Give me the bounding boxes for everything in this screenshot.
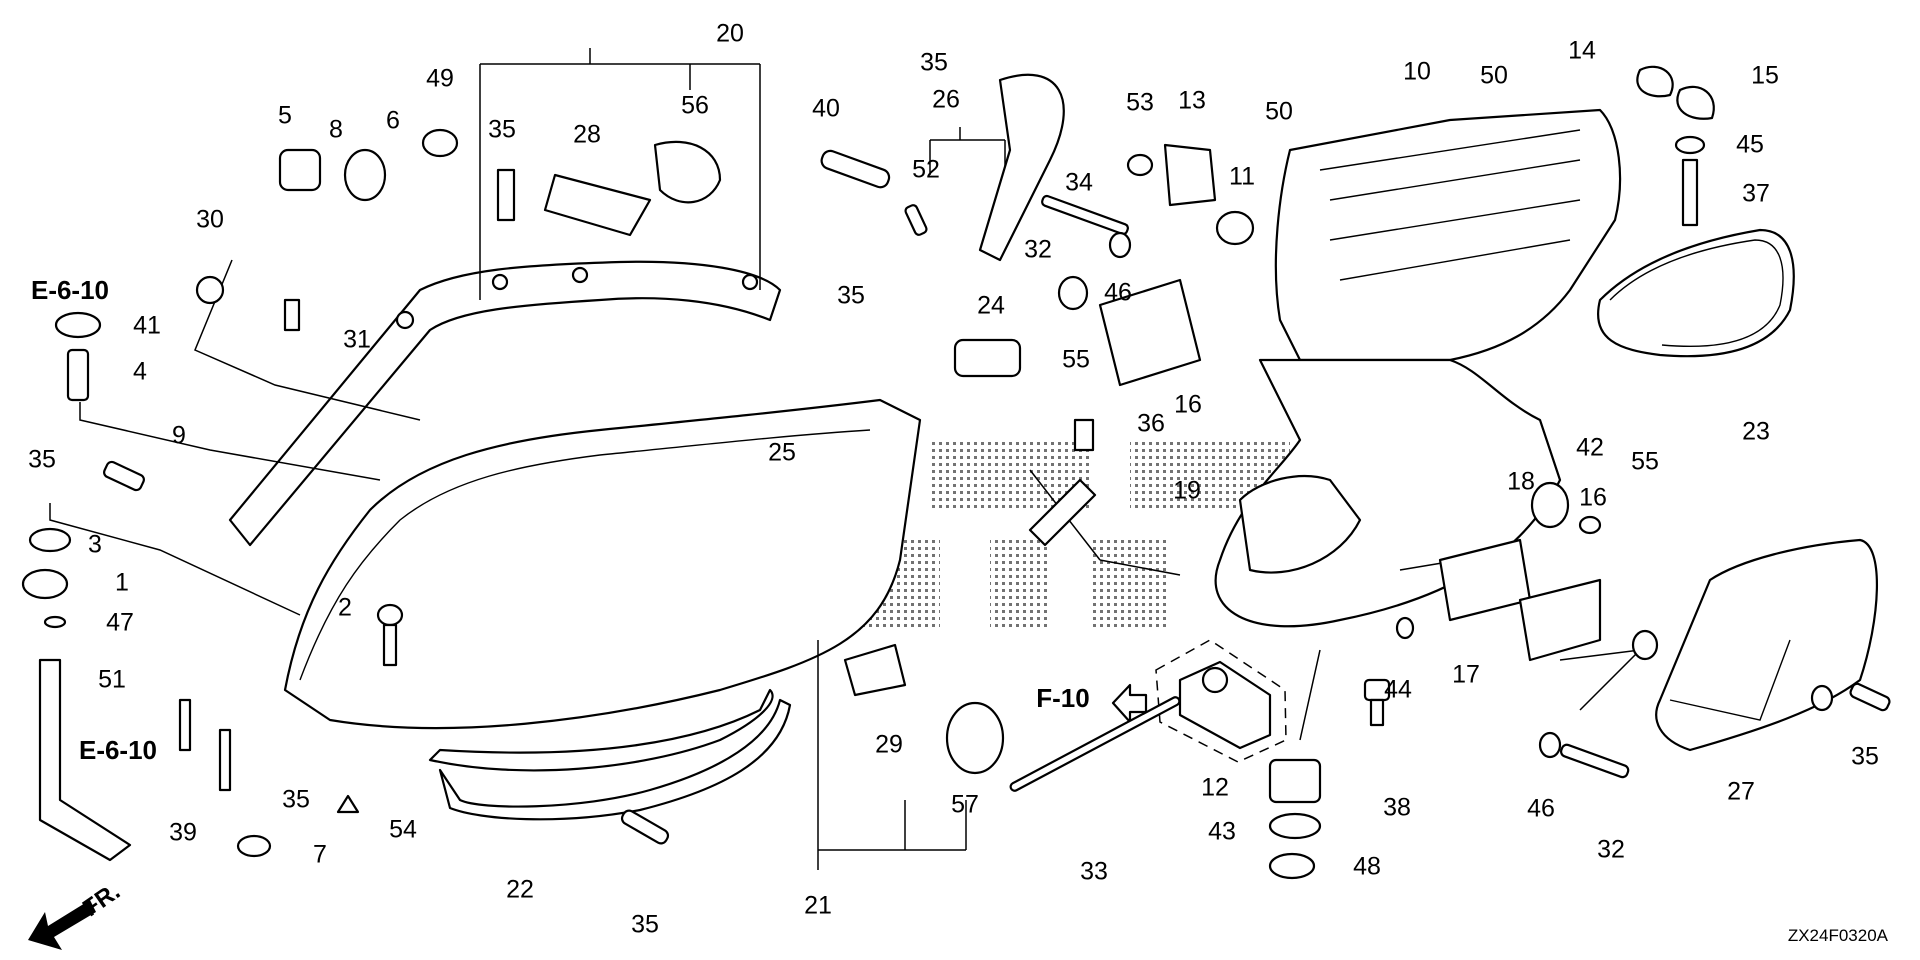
callout-23[interactable]: 23 [1742, 417, 1770, 446]
callout-54[interactable]: 54 [389, 815, 417, 844]
callout-33[interactable]: 33 [1080, 857, 1108, 886]
callout-5[interactable]: 5 [278, 101, 292, 130]
callout-9[interactable]: 9 [172, 421, 186, 450]
callout-41[interactable]: 41 [133, 311, 161, 340]
callout-46-b[interactable]: 46 [1527, 794, 1555, 823]
callout-6[interactable]: 6 [386, 106, 400, 135]
callout-4[interactable]: 4 [133, 357, 147, 386]
callout-11[interactable]: 11 [1229, 162, 1255, 191]
callout-25[interactable]: 25 [768, 438, 796, 467]
upper-frame[interactable] [228, 260, 782, 547]
reference-e-6-10-top[interactable]: E-6-10 [30, 275, 110, 305]
gasket-23[interactable] [1597, 228, 1795, 358]
callout-21[interactable]: 21 [804, 891, 832, 920]
undercover-assembly[interactable] [283, 398, 922, 821]
callout-42[interactable]: 42 [1576, 433, 1604, 462]
callout-36[interactable]: 36 [1137, 409, 1165, 438]
callout-35-b[interactable]: 35 [488, 115, 516, 144]
callout-49[interactable]: 49 [426, 64, 454, 93]
callout-55-a[interactable]: 55 [1062, 345, 1090, 374]
callout-35-e[interactable]: 35 [282, 785, 310, 814]
leader-lines [49, 48, 1643, 870]
callout-37[interactable]: 37 [1742, 179, 1770, 208]
callout-45[interactable]: 45 [1736, 130, 1764, 159]
callout-24[interactable]: 24 [977, 291, 1005, 320]
gear-case[interactable] [1214, 108, 1622, 628]
callout-22[interactable]: 22 [506, 875, 534, 904]
callout-40[interactable]: 40 [812, 94, 840, 123]
callout-3[interactable]: 3 [88, 530, 102, 559]
callout-35-a[interactable]: 35 [28, 445, 56, 474]
hardware-parts [21, 65, 1891, 880]
callout-19[interactable]: 19 [1173, 476, 1201, 505]
callout-17[interactable]: 17 [1452, 660, 1480, 689]
callout-47[interactable]: 47 [106, 608, 134, 637]
callout-13[interactable]: 13 [1178, 86, 1206, 115]
callout-31[interactable]: 31 [343, 325, 371, 354]
callout-28[interactable]: 28 [573, 120, 601, 149]
callout-1[interactable]: 1 [115, 568, 129, 597]
clamp-dashed-outline [1155, 639, 1287, 763]
callout-20[interactable]: 20 [716, 19, 744, 48]
front-arrow-icon [28, 900, 96, 950]
callout-18[interactable]: 18 [1507, 467, 1535, 496]
callout-7[interactable]: 7 [313, 840, 327, 869]
callout-35-f[interactable]: 35 [631, 910, 659, 939]
callout-8[interactable]: 8 [329, 115, 343, 144]
callout-48[interactable]: 48 [1353, 852, 1381, 881]
callout-16-a[interactable]: 16 [1174, 390, 1202, 419]
drawing-code: ZX24F0320A [1787, 926, 1888, 945]
callout-12[interactable]: 12 [1201, 773, 1229, 802]
callout-53[interactable]: 53 [1126, 88, 1154, 117]
callout-29[interactable]: 29 [875, 730, 903, 759]
callout-38[interactable]: 38 [1383, 793, 1411, 822]
callout-27[interactable]: 27 [1727, 777, 1755, 806]
callout-15[interactable]: 15 [1751, 61, 1779, 90]
cover-27[interactable] [1655, 538, 1879, 752]
callout-32-b[interactable]: 32 [1597, 835, 1625, 864]
callout-34[interactable]: 34 [1065, 168, 1093, 197]
callout-39[interactable]: 39 [169, 818, 197, 847]
callout-50-a[interactable]: 50 [1265, 97, 1293, 126]
callout-2[interactable]: 2 [338, 593, 352, 622]
callout-35-g[interactable]: 35 [1851, 742, 1879, 771]
reference-f-10[interactable]: F-10 [1036, 683, 1090, 713]
callout-14[interactable]: 14 [1568, 36, 1596, 65]
callout-44[interactable]: 44 [1384, 675, 1412, 704]
callout-35-d[interactable]: 35 [837, 281, 865, 310]
callout-57[interactable]: 57 [951, 790, 979, 819]
callout-43[interactable]: 43 [1208, 817, 1236, 846]
callout-32-a[interactable]: 32 [1024, 235, 1052, 264]
callout-52[interactable]: 52 [912, 155, 940, 184]
callout-16-b[interactable]: 16 [1579, 483, 1607, 512]
callout-35-c[interactable]: 35 [920, 48, 948, 77]
callout-56[interactable]: 56 [681, 91, 709, 120]
callout-51[interactable]: 51 [98, 665, 126, 694]
callout-46-a[interactable]: 46 [1104, 278, 1132, 307]
callout-30[interactable]: 30 [196, 205, 224, 234]
callout-26[interactable]: 26 [932, 85, 960, 114]
reference-e-6-10-bottom[interactable]: E-6-10 [78, 735, 158, 765]
callout-10[interactable]: 10 [1403, 57, 1431, 86]
callout-50-b[interactable]: 50 [1480, 61, 1508, 90]
callout-55-b[interactable]: 55 [1631, 447, 1659, 476]
